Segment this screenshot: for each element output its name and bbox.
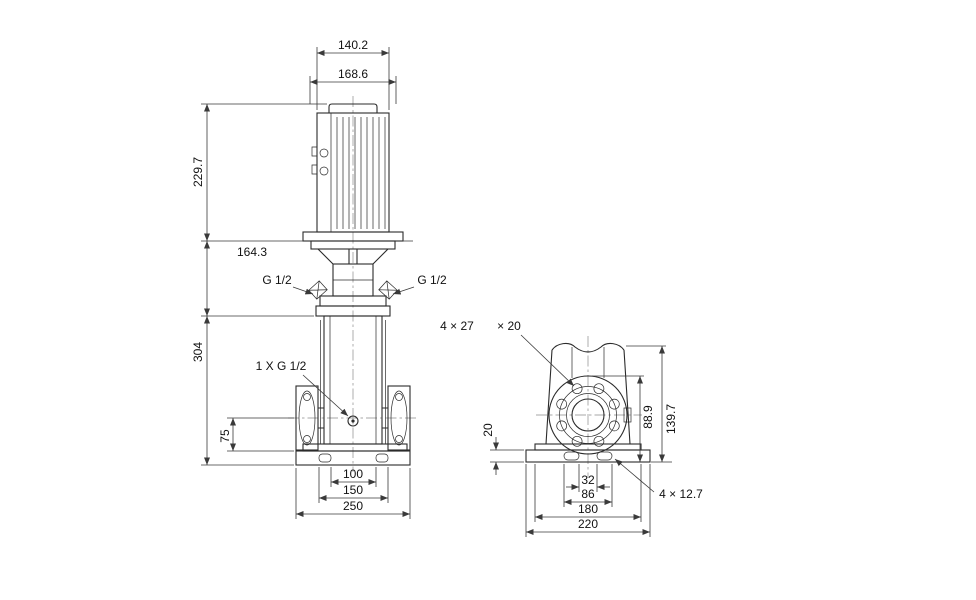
flange-plate xyxy=(295,385,319,451)
dim-head-height: 164.3 xyxy=(201,241,314,317)
dim-flange-to-flange: 250 xyxy=(295,468,411,519)
pump-base xyxy=(295,443,411,466)
cable-gland-icon xyxy=(319,166,329,176)
bolt-holes-depth-label: × 20 xyxy=(497,319,521,333)
dim-base-holes-inner: 100 xyxy=(330,467,377,487)
flange-oval xyxy=(298,390,316,446)
dim-pipe-od-value: 88.9 xyxy=(641,405,655,429)
dim-motor-overall-value: 168.6 xyxy=(338,67,368,81)
dim-motor-overall-width: 168.6 xyxy=(309,67,397,104)
pipe-stub xyxy=(382,407,388,429)
base-slot xyxy=(596,451,613,461)
dim-pump-body-height-value: 304 xyxy=(191,342,205,362)
pipe-stub xyxy=(318,407,324,429)
drain-plug-center xyxy=(351,419,355,423)
bracket-pipe-lines xyxy=(571,347,605,378)
base-slot xyxy=(375,453,389,463)
dim-motor-height: 229.7 xyxy=(191,103,413,242)
drain-label: 1 X G 1/2 xyxy=(256,359,349,417)
discharge-flange xyxy=(382,385,411,451)
port-left-label: G 1/2 xyxy=(262,273,292,287)
dim-port-height: 75 xyxy=(218,417,294,452)
base-block xyxy=(525,449,651,463)
bolt-hole xyxy=(571,435,583,447)
port-label-right: G 1/2 xyxy=(392,273,447,295)
base-slots-size-label: 4 × 12.7 xyxy=(659,487,703,501)
motor-cooling-fins xyxy=(336,117,386,229)
flange-bolt-hole xyxy=(303,393,311,401)
drain-plug-outer xyxy=(347,415,359,427)
flange-oval xyxy=(390,390,408,446)
flange-outer-circle xyxy=(548,375,628,455)
drain-port-label: 1 X G 1/2 xyxy=(256,359,307,373)
bolt-hole xyxy=(593,383,605,395)
dim-pump-body-height: 304 xyxy=(191,316,294,466)
pump-front-view: 140.2 168.6 229.7 164.3 304 75 xyxy=(191,38,447,519)
plug-body xyxy=(308,280,328,300)
dim-base-height: 20 xyxy=(481,423,524,475)
dim-overall-height: 139.7 xyxy=(626,345,678,462)
flange-bore xyxy=(571,398,605,432)
dim-base-width: 220 xyxy=(525,464,651,537)
flange-bolt-hole xyxy=(395,393,403,401)
plug-body xyxy=(378,280,398,300)
bolt-holes xyxy=(556,383,620,447)
bolt-hole xyxy=(608,420,620,432)
dim-flange-to-flange-value: 250 xyxy=(343,499,363,513)
dim-slot-spacing-outer-value: 86 xyxy=(581,487,595,501)
flange-bolt-hole xyxy=(303,435,311,443)
pump-end-view: 4 × 27 × 20 20 88.9 139.7 32 xyxy=(440,319,703,537)
base-slots-label: 4 × 12.7 xyxy=(614,458,703,501)
bolt-hole xyxy=(593,435,605,447)
cable-gland-icon xyxy=(319,148,329,158)
motor-flange-lower xyxy=(310,240,396,250)
base-block xyxy=(295,450,411,466)
motor-flange xyxy=(302,231,404,250)
base-slot xyxy=(318,453,332,463)
bolt-hole xyxy=(608,398,620,410)
bolt-holes-label: 4 × 27 × 20 xyxy=(440,319,575,387)
gauge-tap xyxy=(623,407,632,423)
dim-slot-spacing-inner: 32 xyxy=(566,464,610,492)
dim-base-height-value: 20 xyxy=(481,423,495,437)
drain-plug xyxy=(347,415,359,427)
dim-motor-width-value: 140.2 xyxy=(338,38,368,52)
dim-port-height-value: 75 xyxy=(218,429,232,443)
pump-bracket xyxy=(545,342,631,445)
dim-motor-height-value: 229.7 xyxy=(191,157,205,187)
flange-plate xyxy=(387,385,411,451)
motor xyxy=(302,103,404,250)
flange-raised-face xyxy=(566,393,610,437)
dim-overall-height-value: 139.7 xyxy=(664,404,678,434)
dim-slot-spacing-inner-value: 32 xyxy=(581,473,595,487)
port-label-left: G 1/2 xyxy=(262,273,314,295)
port-right-label: G 1/2 xyxy=(417,273,447,287)
dim-base-holes-inner-value: 100 xyxy=(343,467,363,481)
bolt-hole xyxy=(556,398,568,410)
bolt-hole xyxy=(571,383,583,395)
bolt-holes-count-label: 4 × 27 xyxy=(440,319,474,333)
dim-base-top-width: 180 xyxy=(534,464,642,522)
dim-slot-spacing-outer: 86 xyxy=(563,464,613,507)
suction-flange xyxy=(295,385,324,451)
dim-motor-width: 140.2 xyxy=(316,38,390,110)
flange-bolt-hole xyxy=(395,435,403,443)
motor-fan-cover xyxy=(328,103,378,113)
bracket-outline xyxy=(545,342,631,445)
base-slot xyxy=(563,451,580,461)
motor-terminal-box xyxy=(311,113,332,232)
dim-base-holes-outer-value: 150 xyxy=(343,483,363,497)
dim-head-height-value: 164.3 xyxy=(237,245,267,259)
dim-base-top-width-value: 180 xyxy=(578,502,598,516)
sleeve-inner-lines xyxy=(320,316,386,444)
dim-base-holes-outer: 150 xyxy=(318,467,389,503)
dim-base-width-value: 220 xyxy=(578,517,598,531)
head-taper-lines xyxy=(317,248,389,265)
dim-pipe-od: 88.9 xyxy=(592,375,672,463)
terminal-panel-lines xyxy=(311,113,332,232)
bolt-hole xyxy=(556,420,568,432)
